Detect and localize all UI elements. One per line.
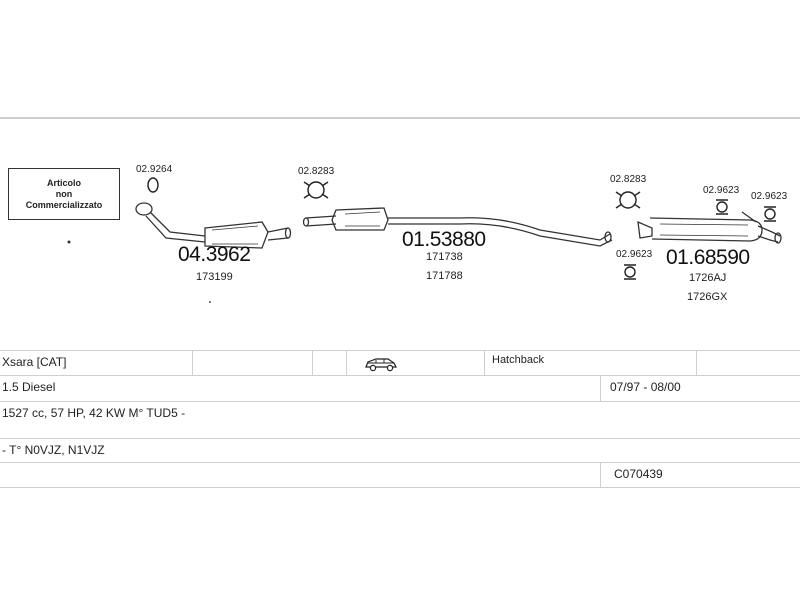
catalyst-oe-code: 173199 xyxy=(196,271,233,283)
column-divider xyxy=(696,351,697,376)
rubber-hanger-icon[interactable] xyxy=(764,206,776,222)
notice-line-2: non xyxy=(55,188,73,199)
column-divider xyxy=(346,351,347,376)
body-type-cell: Hatchback xyxy=(492,354,544,366)
rear-silencer-part-number[interactable]: 01.68590 xyxy=(666,246,750,269)
rear-hanger-ref-c: 02.9623 xyxy=(616,249,653,260)
years-cell: 07/97 - 08/00 xyxy=(610,380,681,394)
mid-clamp-ref: 02.8283 xyxy=(298,166,335,177)
catalog-code-cell: C070439 xyxy=(614,467,663,481)
engine-codes-cell: - T° N0VJZ, N1VJZ xyxy=(2,443,105,457)
model-cell: Xsara [CAT] xyxy=(2,355,67,369)
notice-line-1: Articolo xyxy=(46,177,81,188)
column-divider xyxy=(312,351,313,376)
dot-mark xyxy=(67,240,71,244)
rubber-hanger-icon[interactable] xyxy=(624,264,636,280)
table-row: 1.5 Diesel 07/97 - 08/00 xyxy=(0,375,800,402)
catalyst-part[interactable] xyxy=(135,202,292,249)
clamp-icon[interactable] xyxy=(615,191,641,209)
car-side-icon xyxy=(365,358,397,372)
table-row: 1527 cc, 57 HP, 42 KW M° TUD5 - xyxy=(0,401,800,432)
catalyst-part-number[interactable]: 04.3962 xyxy=(178,243,251,266)
top-divider xyxy=(0,117,800,119)
rear-clamp-ref: 02.8283 xyxy=(610,174,647,185)
rear-silencer-oe-code-2: 1726GX xyxy=(687,291,728,303)
rear-hanger-ref-a: 02.9623 xyxy=(703,185,740,196)
column-divider xyxy=(192,351,193,376)
column-divider xyxy=(600,463,601,487)
cat-bracket-ref: 02.9264 xyxy=(136,164,173,175)
center-pipe-oe-code-2: 171788 xyxy=(426,270,463,282)
specs-cell: 1527 cc, 57 HP, 42 KW M° TUD5 - xyxy=(2,406,186,420)
gasket-ring-icon[interactable] xyxy=(147,177,159,193)
rear-hanger-ref-b: 02.9623 xyxy=(751,191,788,202)
column-divider xyxy=(600,376,601,402)
table-row: - T° N0VJZ, N1VJZ xyxy=(0,438,800,463)
not-sold-notice: Articolo non Commercializzato xyxy=(8,168,120,220)
notice-line-3: Commercializzato xyxy=(25,199,103,210)
rear-silencer-oe-code-1: 1726AJ xyxy=(689,272,727,284)
column-divider xyxy=(484,351,485,376)
rear-silencer-part[interactable] xyxy=(637,211,782,244)
center-pipe-part[interactable] xyxy=(302,207,613,247)
center-pipe-oe-code-1: 171738 xyxy=(426,251,463,263)
table-row: C070439 xyxy=(0,462,800,488)
center-pipe-part-number[interactable]: 01.53880 xyxy=(402,228,486,251)
rubber-hanger-icon[interactable] xyxy=(716,199,728,215)
dot-mark xyxy=(209,301,211,303)
table-row: Xsara [CAT] Hatchback xyxy=(0,350,800,376)
exhaust-diagram xyxy=(67,177,782,303)
clamp-icon[interactable] xyxy=(303,181,329,199)
engine-cell: 1.5 Diesel xyxy=(2,380,56,394)
